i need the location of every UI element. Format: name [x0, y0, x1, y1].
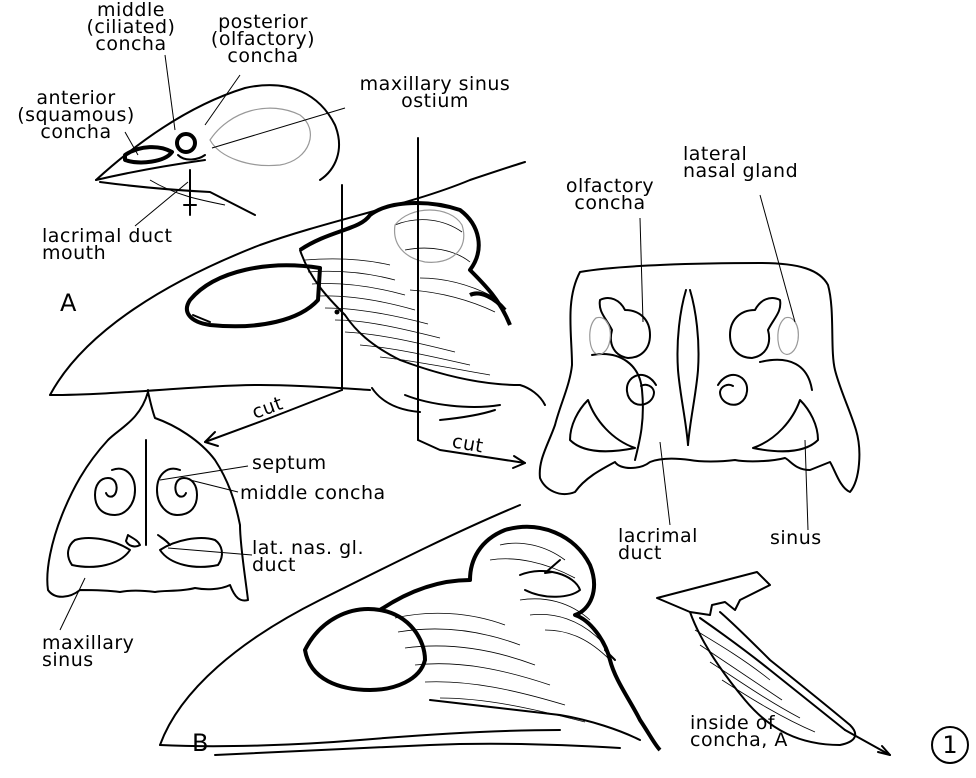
label-posterior-concha: posterior (olfactory) concha — [208, 14, 318, 65]
section-olfactory — [540, 263, 860, 494]
label-lat-nas-gl-duct: lat. nas. gl. duct — [252, 540, 364, 574]
figure-number: 1 — [942, 731, 957, 759]
label-middle-concha-line3: concha — [86, 36, 176, 53]
label-maxillary-sinus-ostium: maxillary sinus ostium — [335, 76, 535, 110]
panel-b-label: B — [192, 735, 209, 752]
label-inside-of-concha: inside of concha, A — [690, 715, 788, 749]
label-lacrimal-duct-mouth: lacrimal duct mouth — [42, 228, 172, 262]
label-lateral-nasal-gland-line2: nasal gland — [683, 163, 798, 180]
label-inside-of-concha-line2: concha, A — [690, 732, 788, 749]
panel-b-head — [160, 505, 660, 755]
panel-a-label: A — [60, 295, 77, 312]
label-lacrimal-duct-mouth-line2: mouth — [42, 245, 172, 262]
section-middle-concha — [47, 390, 248, 600]
label-anterior-concha: anterior (squamous) concha — [6, 90, 146, 141]
label-posterior-concha-line3: concha — [208, 48, 318, 65]
label-olfactory-concha: olfactory concha — [545, 178, 675, 212]
label-septum: septum — [252, 455, 327, 472]
label-middle-concha: middle (ciliated) concha — [86, 2, 176, 53]
label-middle-concha-section: middle concha — [240, 485, 386, 502]
label-lat-nas-gl-duct-line2: duct — [252, 557, 364, 574]
label-lacrimal-duct-line2: duct — [618, 545, 698, 562]
figure-number-badge: 1 — [931, 726, 969, 764]
label-lateral-nasal-gland: lateral nasal gland — [683, 146, 798, 180]
label-cut-right: cut — [451, 433, 485, 455]
label-lacrimal-duct: lacrimal duct — [618, 528, 698, 562]
label-olfactory-concha-line2: concha — [545, 195, 675, 212]
label-sinus: sinus — [770, 530, 822, 547]
label-maxillary-sinus-ostium-line2: ostium — [335, 93, 535, 110]
panel-a-head — [50, 138, 545, 468]
label-anterior-concha-line3: concha — [6, 124, 146, 141]
label-maxillary-sinus: maxillary sinus — [42, 635, 134, 669]
label-maxillary-sinus-line2: sinus — [42, 652, 134, 669]
